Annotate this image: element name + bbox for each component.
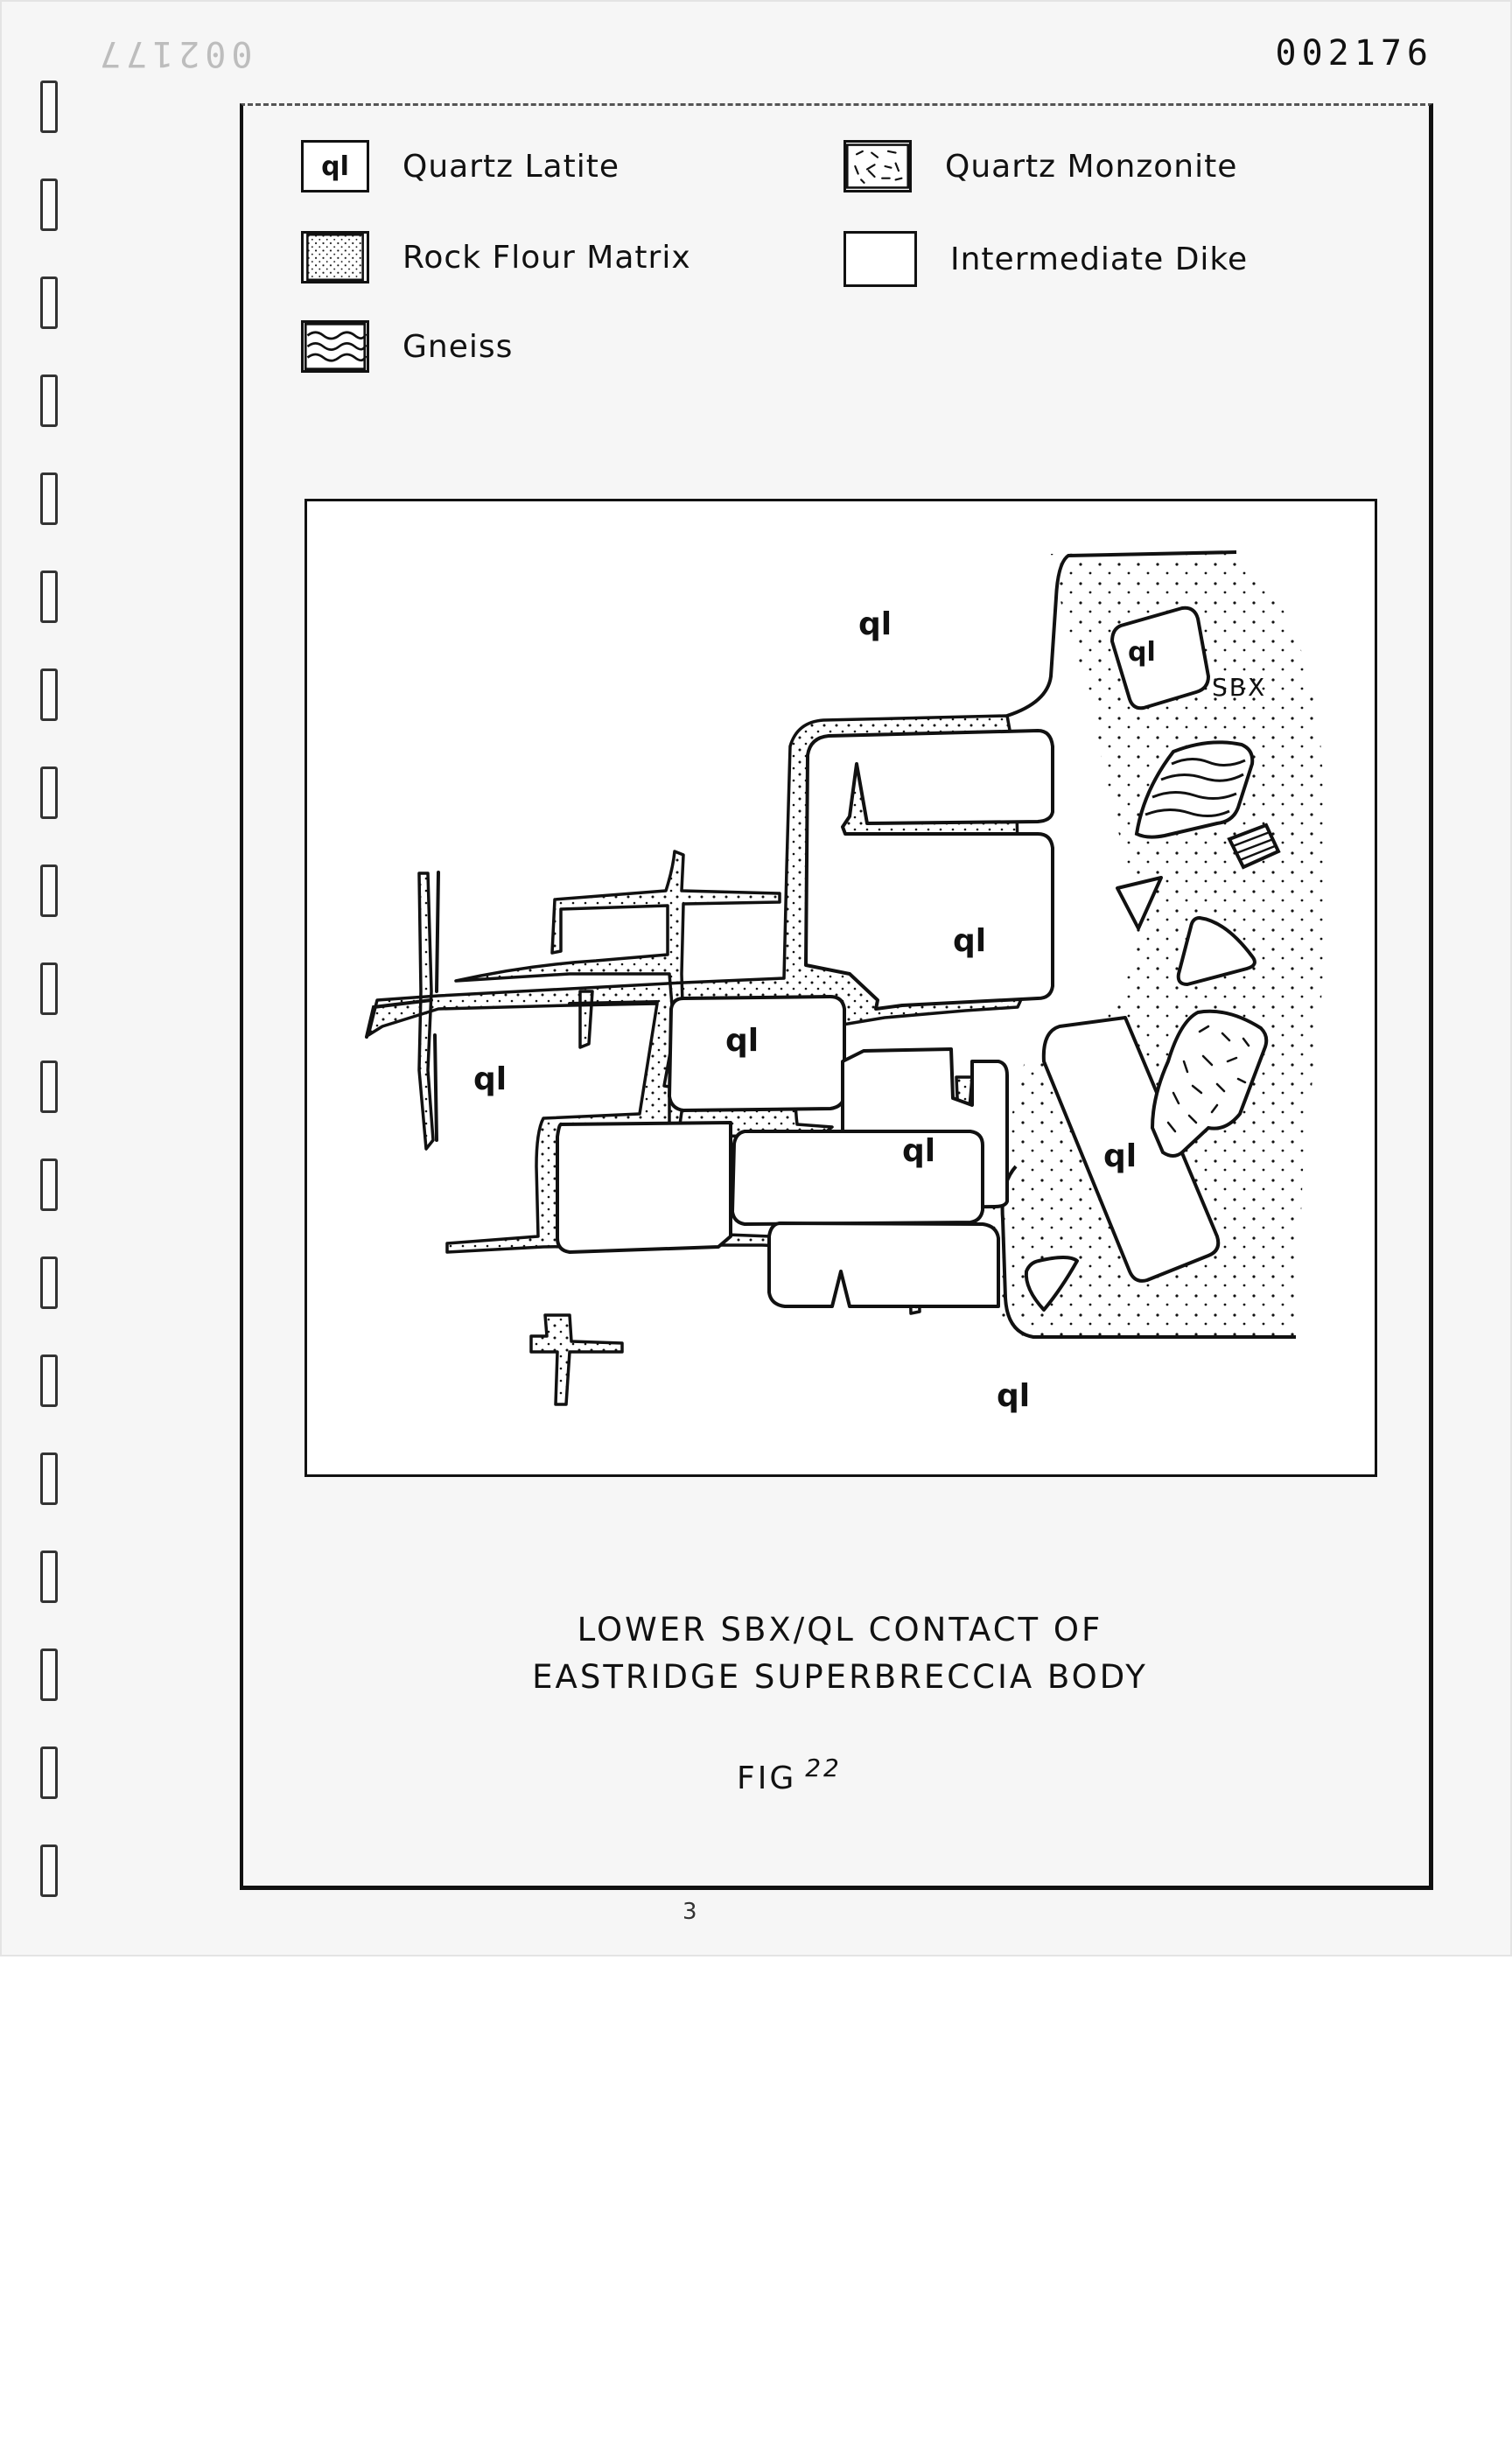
binder-hole [40,1354,58,1407]
bleed-through-reference-number: 002177 [94,33,253,74]
quartz-latite-label: ql [1103,1138,1138,1174]
binder-hole [40,1060,58,1113]
legend-item-quartz-latite: ql Quartz Latite [301,140,620,192]
quartz-latite-label: ql [953,923,987,959]
figure-number: FIG 22 [737,1754,842,1796]
binder-hole [40,178,58,231]
binder-hole [40,864,58,917]
legend-label: Quartz Monzonite [945,148,1238,185]
quartz-latite-swatch: ql [301,140,369,192]
binder-hole [40,1452,58,1505]
vein-contact-lines [365,871,659,1142]
quartz-latite-label: ql [858,606,892,642]
binder-hole [40,1844,58,1897]
binder-hole [40,1746,58,1799]
rock-flour-swatch [301,231,369,284]
binder-hole [40,1256,58,1309]
intermediate-dike-swatch [844,231,917,287]
gneiss-swatch [301,320,369,373]
figure-title-line-1: LOWER SBX/QL CONTACT OF [577,1611,1103,1648]
binder-hole [40,668,58,721]
legend-item-rock-flour-matrix: Rock Flour Matrix [301,231,691,284]
figure-frame [240,103,1433,1890]
figure-title: LOWER SBX/QL CONTACT OF EASTRIDGE SUPERB… [385,1606,1295,1701]
scanned-page: 002177 002176 ql Quartz Latite [40,33,1433,1925]
geologic-sketch-map: ql ql SBX ql ql ql ql ql ql [304,499,1377,1477]
binder-hole [40,276,58,329]
quartz-latite-label: ql [1128,637,1156,668]
binder-hole [40,374,58,427]
sbx-label: SBX [1212,673,1267,702]
binder-hole [40,80,58,133]
legend-item-intermediate-dike: Intermediate Dike [844,231,1248,287]
quartz-monzonite-clast [1150,1009,1269,1158]
sbx-contact-line [1006,550,1237,718]
figure-number-value: 22 [805,1754,842,1782]
binder-hole [40,962,58,1015]
quartz-latite-swatch-label: ql [321,150,349,182]
page-mark: 3 [682,1899,697,1925]
binder-hole [40,1648,58,1701]
figure-title-line-2: EASTRIDGE SUPERBRECCIA BODY [532,1658,1148,1696]
legend-item-gneiss: Gneiss [301,320,513,373]
quartz-monzonite-swatch [844,140,912,192]
binder-hole [40,570,58,623]
gneiss-clasts [1134,740,1281,870]
legend-item-quartz-monzonite: Quartz Monzonite [844,140,1237,192]
binder-hole [40,766,58,819]
document-reference-number: 002176 [1275,33,1433,74]
figure-label: FIG [737,1760,797,1796]
legend-label: Quartz Latite [402,148,620,185]
map-drawing [365,550,1326,1406]
quartz-latite-label: ql [902,1133,936,1169]
binder-hole [40,1158,58,1211]
legend-label: Gneiss [402,328,514,365]
quartz-latite-label: ql [997,1378,1031,1414]
legend-label: Intermediate Dike [950,241,1249,277]
quartz-latite-label: ql [725,1023,760,1059]
quartz-latite-blocks [556,606,1256,1312]
quartz-latite-label: ql [473,1061,508,1097]
binder-hole [40,1550,58,1603]
binder-hole [40,472,58,525]
legend-label: Rock Flour Matrix [402,239,691,276]
